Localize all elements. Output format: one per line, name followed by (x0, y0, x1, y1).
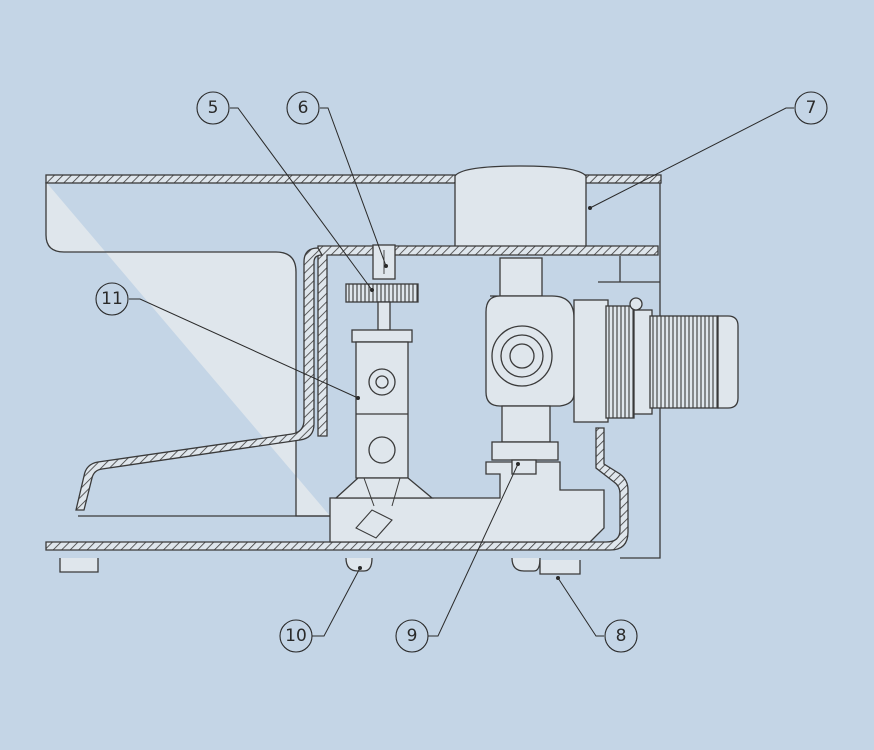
housing-back-wall (620, 182, 661, 559)
adjustment-knob (649, 315, 719, 409)
callout-8: 8 (604, 619, 638, 653)
left-bracket (75, 247, 324, 511)
lower-nut (491, 441, 559, 461)
foot-8 (539, 560, 581, 575)
knob-collar (633, 309, 653, 415)
inner-plate (317, 245, 659, 437)
callout-11: 11 (95, 282, 129, 316)
stem-collar (351, 329, 413, 343)
leader-8 (557, 577, 604, 637)
valve-lower-port (368, 436, 396, 464)
callout-label-10: 10 (285, 626, 307, 646)
knob-cap (717, 315, 739, 409)
callout-label-6: 6 (298, 98, 309, 118)
foot-9 (511, 557, 541, 572)
callout-label-8: 8 (616, 626, 627, 646)
callout-label-9: 9 (407, 626, 418, 646)
valve-wedge (334, 477, 434, 499)
spur-gear (345, 283, 419, 303)
leader-7 (589, 107, 794, 209)
callout-10: 10 (279, 619, 313, 653)
base-plate (45, 427, 629, 551)
callout-label-7: 7 (806, 98, 817, 118)
gear-stem (377, 301, 391, 331)
leader-5 (230, 107, 373, 291)
top-plate (45, 174, 662, 184)
callout-6: 6 (286, 91, 320, 125)
dome-boss (454, 165, 587, 248)
valve-assembly (334, 244, 739, 539)
leader-11 (129, 298, 359, 399)
callout-5: 5 (196, 91, 230, 125)
leader-lines (129, 107, 794, 637)
leader-9 (428, 463, 519, 637)
callout-balloons: 5 6 7 11 10 9 8 (95, 91, 828, 653)
housing-body (45, 182, 330, 517)
knurled-ring (605, 305, 635, 419)
leader-10 (312, 567, 361, 637)
callout-9: 9 (395, 619, 429, 653)
side-flange (573, 299, 609, 423)
lower-stem (501, 405, 551, 443)
callout-7: 7 (794, 91, 828, 125)
leader-6 (320, 107, 387, 267)
callout-label-11: 11 (101, 289, 123, 309)
callout-label-5: 5 (208, 98, 219, 118)
left-foot (59, 558, 99, 573)
right-valve-neck (499, 257, 543, 297)
indicator-pin (629, 297, 643, 311)
leader-arrowheads (356, 206, 592, 580)
foot-10 (345, 557, 373, 572)
housing (45, 165, 662, 575)
